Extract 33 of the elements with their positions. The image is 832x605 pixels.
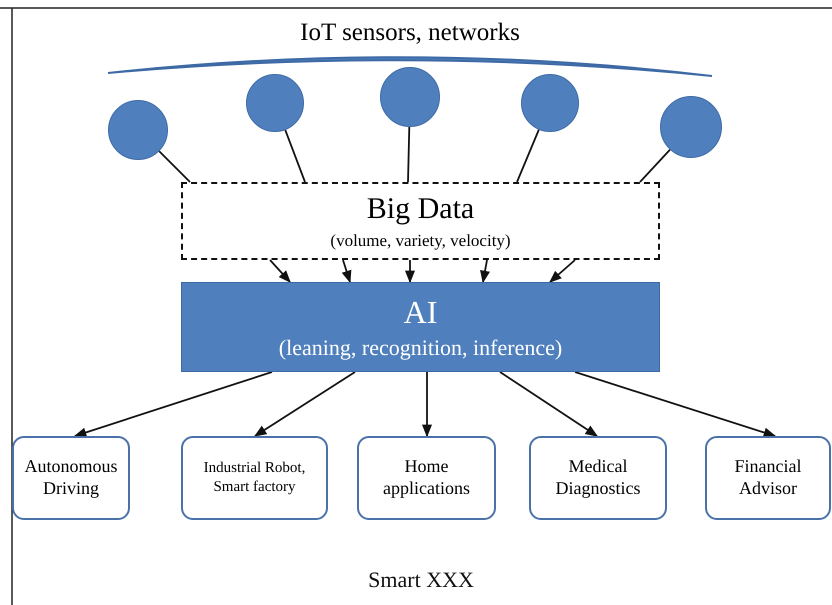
node-title: Autonomous Driving	[23, 456, 118, 500]
connector-arrow	[342, 260, 352, 284]
connector-line	[639, 149, 671, 183]
node-title: Industrial Robot, Smart factory	[202, 458, 306, 497]
node-title: IoT sensors, networks	[299, 18, 521, 48]
node-title: Home applications	[382, 456, 471, 500]
connector-arrow	[269, 259, 291, 283]
connector-arrow	[480, 260, 490, 284]
application-box	[529, 436, 667, 520]
process-box	[181, 282, 660, 372]
dashed-box	[181, 182, 660, 260]
application-box	[12, 436, 130, 520]
node-title: Big Data	[366, 190, 476, 227]
connector-line	[284, 130, 306, 182]
node-subtitle: (volume, variety, velocity)	[329, 230, 512, 252]
node-title: Medical Diagnostics	[554, 456, 642, 500]
connector-line	[407, 126, 410, 182]
node-title: AI	[402, 292, 438, 331]
connector-line	[516, 129, 540, 182]
connector-line	[158, 150, 191, 183]
caption-label: Smart XXX	[368, 567, 474, 593]
application-box	[705, 436, 831, 520]
application-box	[357, 436, 496, 520]
connector-arrow	[404, 260, 416, 284]
connector-arrow	[74, 371, 272, 438]
application-box	[181, 436, 328, 520]
node-title: Financial Advisor	[734, 456, 802, 500]
node-subtitle: (leaning, recognition, inference)	[278, 335, 564, 362]
connector-arrow	[574, 371, 776, 438]
connector-arrow	[549, 259, 576, 283]
connector-arrow	[422, 372, 432, 438]
connector-arrow	[500, 371, 598, 437]
connector-arrow	[254, 371, 356, 437]
